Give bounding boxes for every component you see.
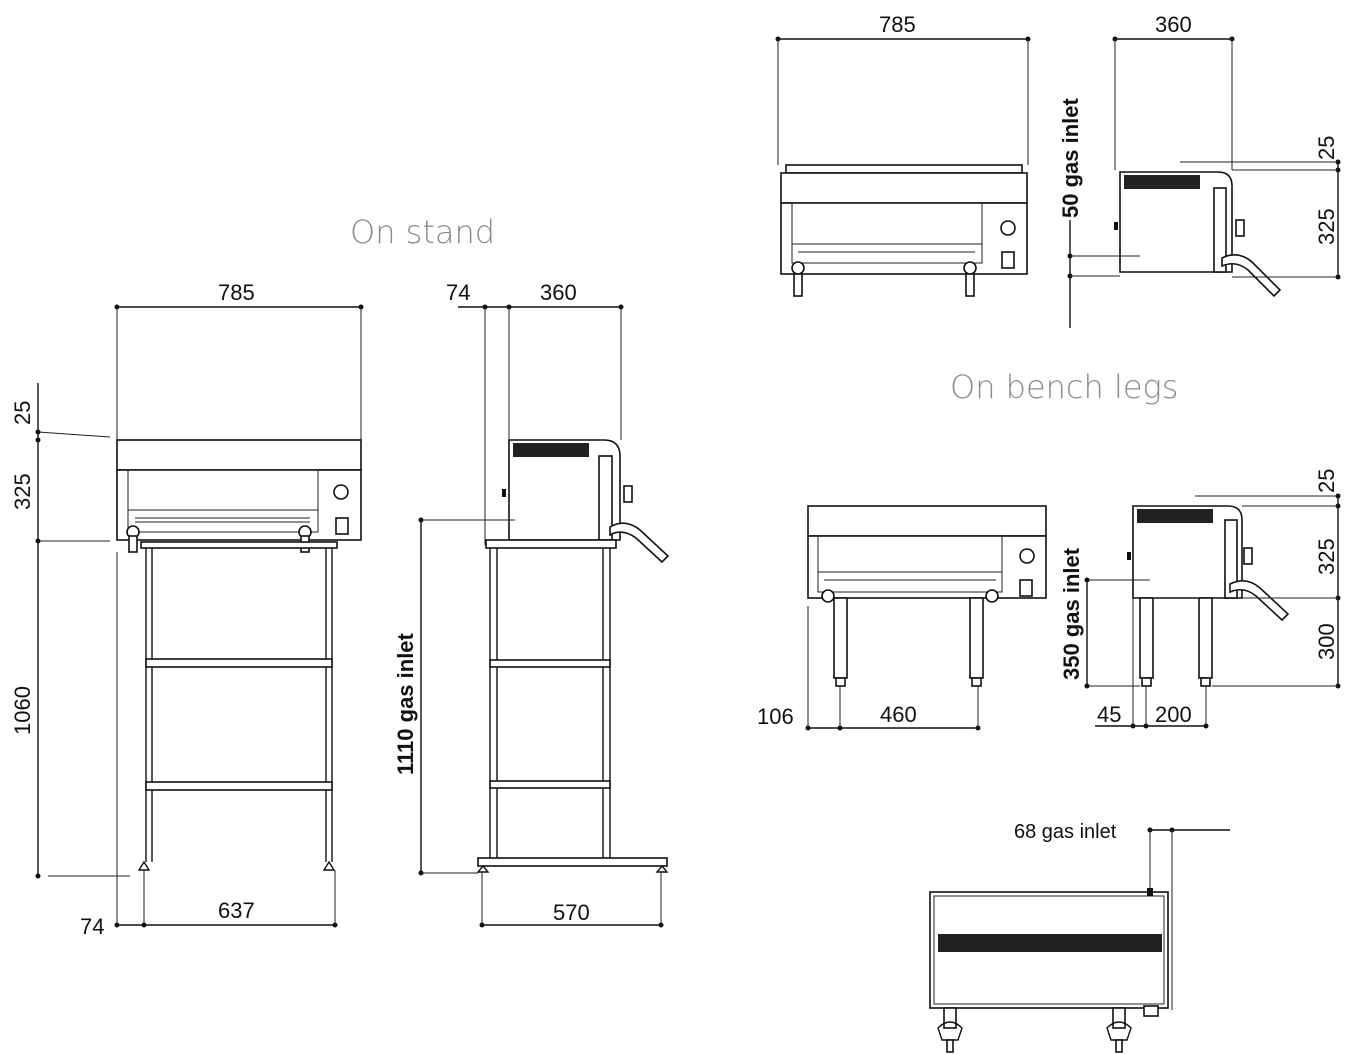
stand-side-depth-label: 360	[540, 280, 577, 305]
bench-top-gas-inlet-label: 50 gas inlet	[1058, 97, 1083, 218]
rear-view: 68 gas inlet	[929, 821, 1230, 1053]
bench-top-side-view: 360 25 325 50 gas inlet	[1058, 12, 1341, 328]
stand-side-base-depth-label: 570	[553, 900, 590, 925]
bench-top-body-height-label: 325	[1314, 208, 1339, 245]
stand-side-offset-label: 74	[446, 280, 470, 305]
stand-side-view: 74 360 1110 gas inlet 570	[393, 280, 670, 928]
rear-gas-inlet-label: 68 gas inlet	[1014, 821, 1117, 843]
bench-top-front-view: 785	[775, 12, 1031, 297]
bench-legs-side-view: 25 325 300 350 gas inlet 45 200	[1059, 469, 1341, 729]
bench-legs-top-gap-label: 25	[1314, 469, 1339, 493]
bench-legs-side-spacing-label: 200	[1155, 702, 1192, 727]
stand-front-leg-spacing-label: 637	[218, 898, 255, 923]
bench-top-depth-label: 360	[1155, 12, 1192, 37]
bench-legs-front-view: 106 460	[757, 505, 1047, 731]
bench-top-width-label: 785	[879, 12, 916, 37]
stand-front-body-height-label: 325	[10, 473, 35, 510]
stand-front-stand-height-label: 1060	[10, 686, 35, 735]
stand-side-gas-inlet-label: 1110 gas inlet	[393, 632, 418, 775]
bench-legs-leg-height-label: 300	[1314, 623, 1339, 660]
bench-legs-leg-spacing-label: 460	[880, 702, 917, 727]
stand-front-width-label: 785	[218, 280, 255, 305]
stand-front-top-gap-label: 25	[10, 401, 35, 425]
bench-legs-gas-inlet-label: 350 gas inlet	[1059, 547, 1084, 680]
on-stand-title: On stand	[350, 213, 495, 251]
bench-legs-leg-offset-label: 106	[757, 704, 794, 729]
bench-legs-body-height-label: 325	[1314, 538, 1339, 575]
bench-legs-side-offset-label: 45	[1097, 702, 1121, 727]
stand-front-foot-offset-label: 74	[80, 914, 104, 939]
stand-front-view: 785 25 325 1060	[10, 280, 364, 939]
on-bench-legs-title: On bench legs	[950, 368, 1178, 406]
bench-top-top-gap-label: 25	[1314, 136, 1339, 160]
